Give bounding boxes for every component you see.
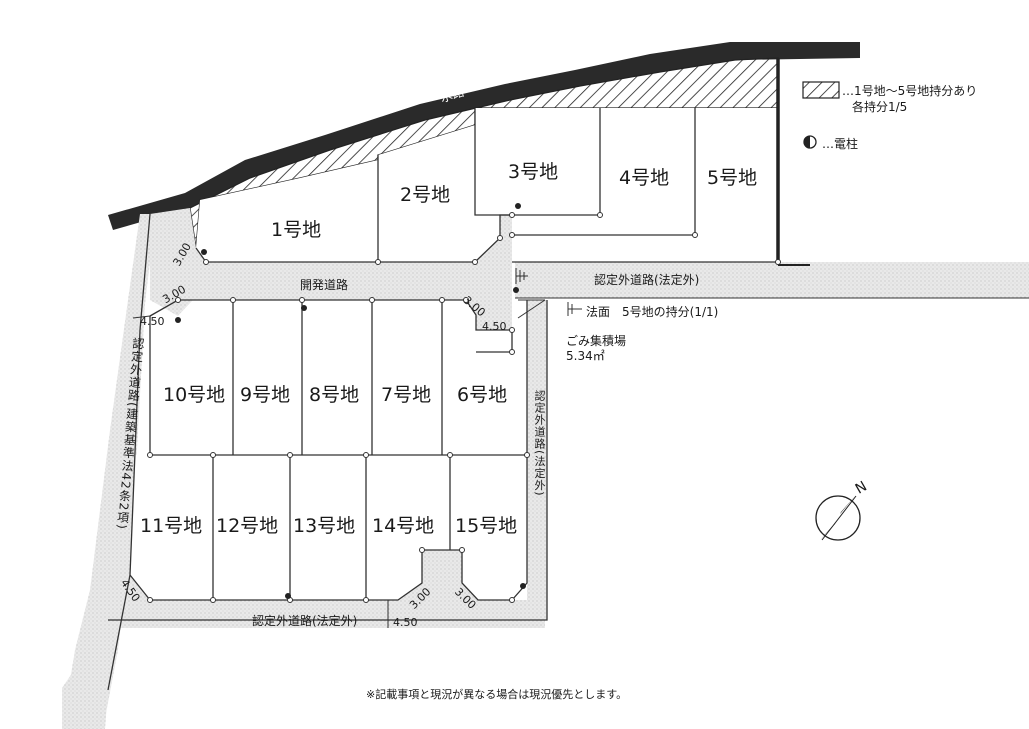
legend-pole-icon: [803, 135, 817, 149]
lot-label-12: 12号地: [216, 515, 279, 537]
east-field: [547, 298, 1029, 729]
dimension-lines: [132, 299, 546, 628]
road-west-strip: [62, 214, 150, 729]
lots-north-area: [196, 108, 778, 262]
lot-label-2: 2号地: [400, 184, 451, 206]
north-compass-icon: [815, 495, 861, 541]
lot-label-13: 13号地: [293, 515, 356, 537]
lot-label-10: 10号地: [163, 384, 226, 406]
utility-poles: [175, 203, 526, 599]
road-bottom: [100, 600, 545, 628]
lots-middle-area: [150, 300, 527, 455]
road-right-label: 認定外道路(法定外): [594, 273, 700, 287]
lot-label-9: 9号地: [240, 384, 291, 406]
lot-label-3: 3号地: [508, 161, 559, 183]
road-south-inner: [398, 550, 478, 600]
slope-annotation: 法面 5号地の持分(1/1): [586, 305, 719, 319]
road-east: [527, 300, 547, 620]
lots-south-area: [130, 455, 527, 600]
lot-label-5: 5号地: [707, 167, 758, 189]
lot-label-7: 7号地: [381, 384, 432, 406]
slope-symbol: [515, 268, 528, 284]
lot-label-15: 15号地: [455, 515, 518, 537]
legend-pole-text: …電柱: [822, 137, 859, 151]
legend-hatch-text-2: 各持分1/5: [852, 100, 908, 114]
road-east-label: 認定外道路(法定外): [533, 390, 546, 497]
road-right: [515, 262, 1029, 298]
footnote: ※記載事項と現況が異なる場合は現況優先とします。: [366, 688, 628, 701]
dim-4-50-center: 4.50: [482, 320, 507, 333]
lot-label-11: 11号地: [140, 515, 203, 537]
lot-label-1: 1号地: [271, 219, 322, 241]
lot-label-8: 8号地: [309, 384, 360, 406]
lot-label-6: 6号地: [457, 384, 508, 406]
dim-4-50-south: 4.50: [393, 616, 418, 629]
legend-slope-icon: [567, 302, 582, 316]
dim-4-50-west: 4.50: [140, 315, 165, 328]
garbage-label: ごみ集積場: [566, 334, 627, 348]
dev-road: [150, 215, 512, 330]
corner-markers: [147, 212, 781, 603]
lot-label-14: 14号地: [372, 515, 435, 537]
legend-hatch-box: [802, 81, 840, 99]
lot-label-4: 4号地: [619, 167, 670, 189]
dev-road-label: 開発道路: [300, 278, 349, 292]
garbage-area: 5.34㎡: [566, 349, 605, 363]
road-bottom-label: 認定外道路(法定外): [252, 614, 358, 628]
legend-hatch-text-1: …1号地～5号地持分あり: [842, 84, 978, 98]
